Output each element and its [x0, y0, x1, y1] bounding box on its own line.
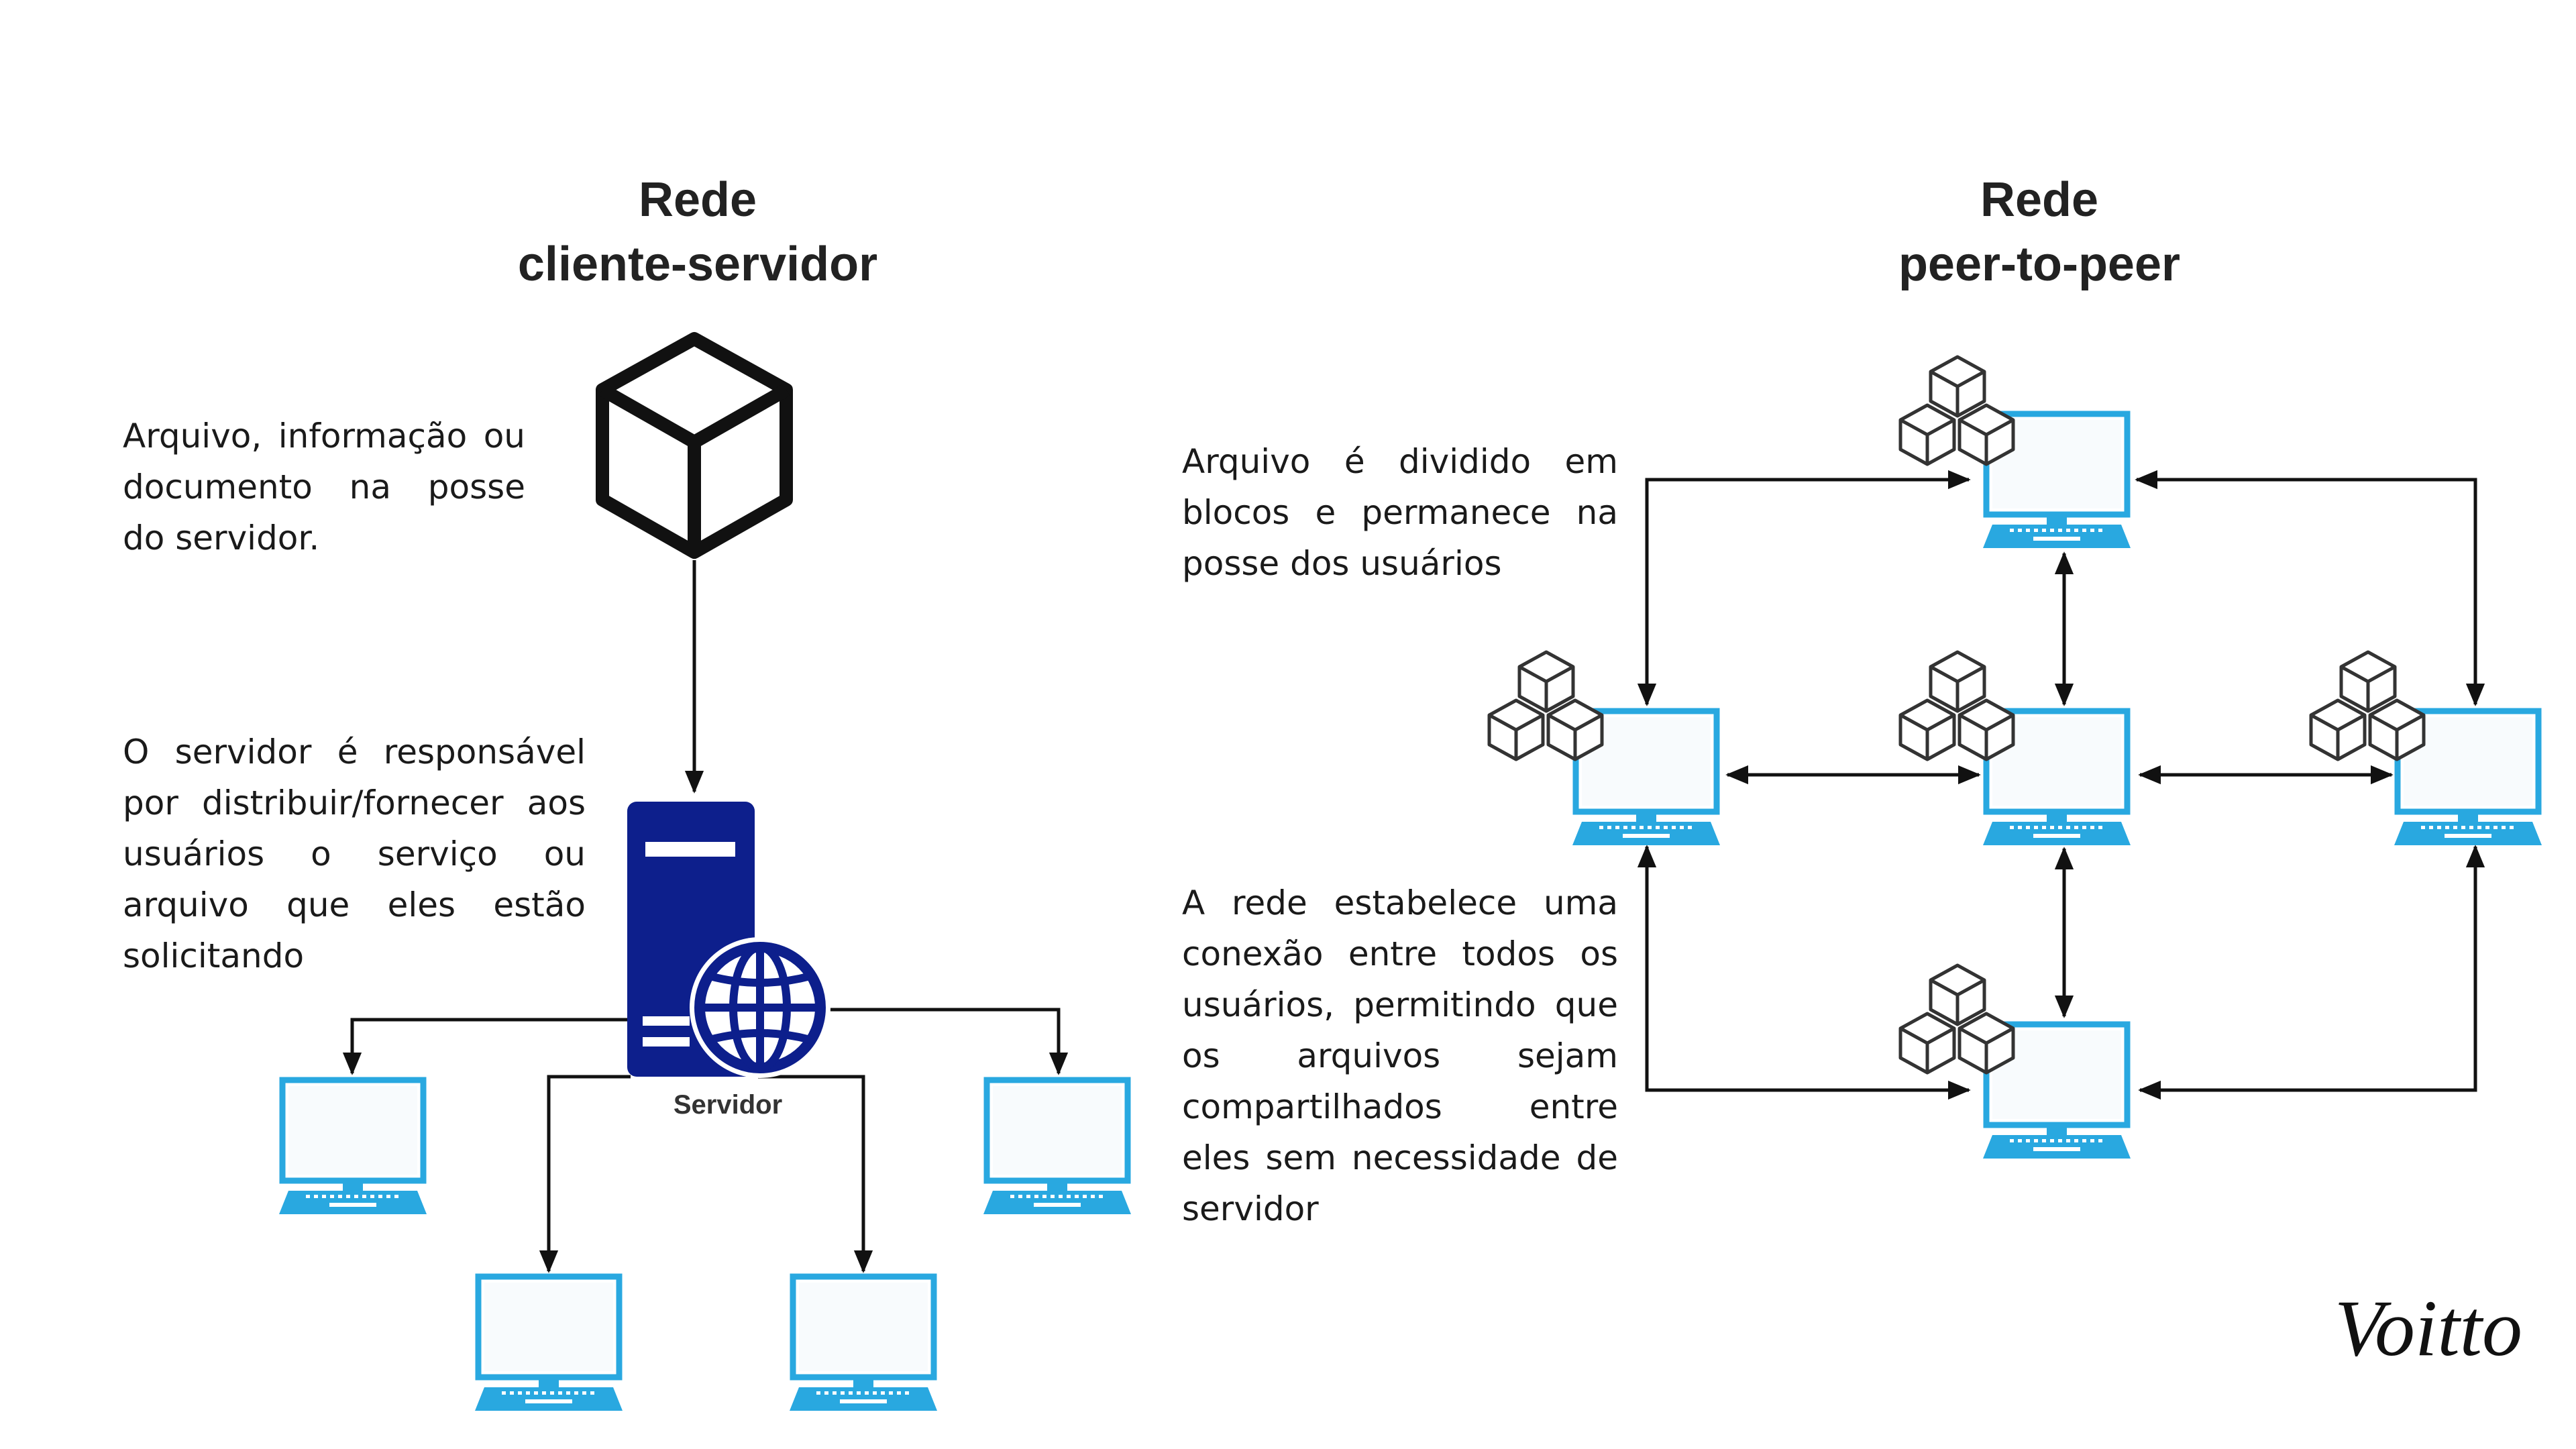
- client-laptop-icon: [279, 1080, 427, 1214]
- client-server-title: Rede cliente-servidor: [429, 168, 966, 297]
- client-laptop-icon: [983, 1080, 1131, 1214]
- p2p-network-description: A rede estabelece uma conexão entre todo…: [1182, 883, 1618, 1228]
- blocks-icon: [1900, 357, 2013, 464]
- p2p-title-line2: peer-to-peer: [1898, 237, 2181, 291]
- client-server-title-line2: cliente-servidor: [517, 237, 878, 291]
- p2p-blocks-description: Arquivo é dividido em blocos e permanece…: [1182, 442, 1618, 583]
- client-laptop-icon: [790, 1277, 937, 1411]
- client-server-title-line1: Rede: [638, 173, 757, 227]
- voitto-logo-text: Voitto: [2334, 1283, 2522, 1373]
- server-connections: [342, 1008, 1069, 1273]
- p2p-title-line1: Rede: [1980, 173, 2099, 227]
- client-laptop-icon: [475, 1277, 623, 1411]
- server-icon: [627, 802, 830, 1078]
- client-server-file-description: Arquivo, informação ou documento na poss…: [123, 417, 525, 557]
- file-cube-icon: [596, 332, 793, 559]
- blocks-icon: [1489, 652, 1602, 759]
- blocks-icon: [1900, 652, 2013, 759]
- blocks-icon: [1900, 965, 2013, 1073]
- p2p-connections: [1637, 470, 2485, 1100]
- server-label: Servidor: [674, 1090, 782, 1120]
- p2p-title: Rede peer-to-peer: [1771, 168, 2308, 297]
- client-server-server-description: O servidor é responsável por distribuir/…: [123, 733, 586, 975]
- voitto-logo: Voitto: [2334, 1283, 2522, 1373]
- blocks-icon: [2311, 652, 2424, 759]
